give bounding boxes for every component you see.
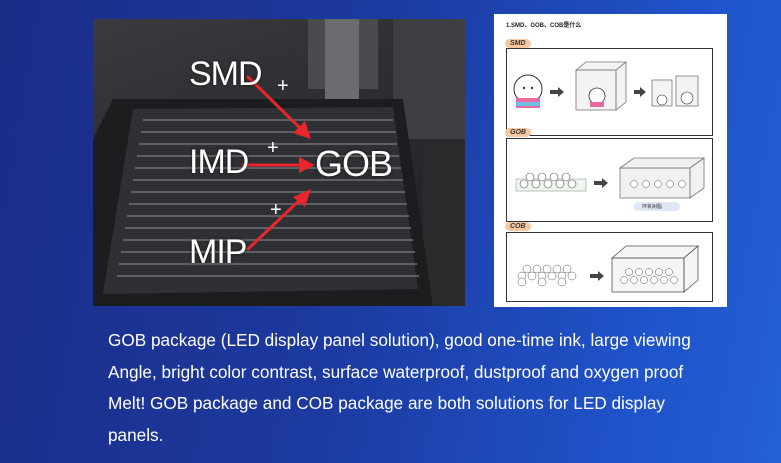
- caption-line: panels.: [108, 424, 164, 445]
- label-gob: GOB: [315, 143, 393, 184]
- label-smd: SMD: [189, 55, 263, 93]
- photo-background-art: [93, 19, 465, 306]
- caption-line: Angle, bright color contrast, surface wa…: [108, 361, 684, 382]
- label-imd: IMD: [189, 143, 249, 181]
- section-tag-smd: SMD: [505, 39, 531, 48]
- caption-line: Melt! GOB package and COB package are bo…: [108, 393, 665, 413]
- caption-line: GOB package (LED display panel solution)…: [108, 330, 691, 350]
- plus-sign: +: [277, 75, 289, 97]
- plus-sign: +: [267, 137, 279, 159]
- section-tag-gob: GOB: [505, 128, 531, 137]
- section-tag-cob: COB: [505, 222, 531, 231]
- diagram-illustrations: [513, 61, 706, 293]
- gob-resin-label: 环氧树脂: [642, 204, 663, 210]
- smd-mascot-icon: [513, 74, 543, 108]
- gob-photo: SMD IMD MIP GOB + + +: [93, 19, 465, 306]
- label-mip: MIP: [189, 233, 247, 271]
- diagram-title: 1.SMD、GOB、COB是什么: [506, 23, 582, 29]
- plus-sign: +: [270, 199, 282, 221]
- package-diagram: 1.SMD、GOB、COB是什么 SMD GOB COB: [494, 14, 727, 307]
- caption-text: GOB package (LED display panel solution)…: [108, 325, 723, 451]
